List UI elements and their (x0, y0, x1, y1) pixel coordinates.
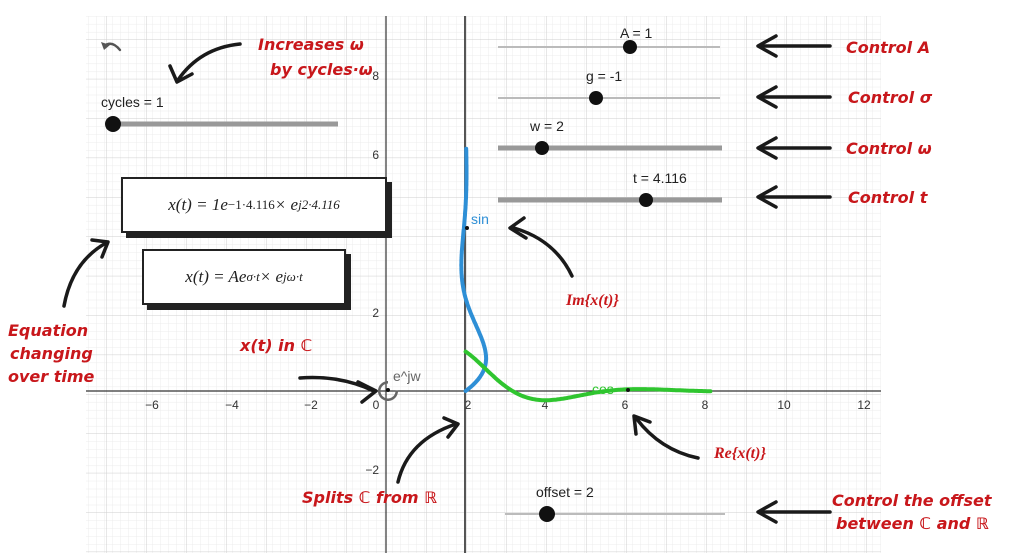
x-tick-label: −4 (225, 398, 239, 412)
x-tick-label: 0 (373, 398, 380, 412)
slider-offset[interactable]: offset = 2 (505, 484, 725, 522)
slider-g[interactable]: g = -1 (498, 68, 720, 105)
slider-a-label: A = 1 (620, 25, 653, 41)
slider-cycles[interactable]: cycles = 1 (101, 94, 338, 132)
x-tick-label: 4 (542, 398, 549, 412)
y-tick-label: −2 (365, 463, 379, 477)
annotation-control-t: Control t (848, 188, 929, 207)
annotation-increases-line2: by cycles·ω (270, 60, 373, 79)
cos-point (626, 388, 630, 392)
annotation-offset-line2: between ℂ and ℝ (836, 514, 989, 533)
y-tick-label: 6 (372, 148, 379, 162)
arrow-icon (756, 185, 832, 209)
annotation-control-sigma: Control σ (848, 88, 933, 107)
x-tick-label: 6 (622, 398, 629, 412)
x-tick-label: −6 (145, 398, 159, 412)
general-equation-pre: x(t) = Ae (185, 267, 247, 286)
annotation-equation-line3: over time (8, 367, 95, 386)
annotation-equation-line2: changing (10, 344, 93, 363)
undo-icon[interactable] (101, 42, 122, 52)
arrow-icon (756, 136, 832, 160)
y-tick-label: 2 (372, 306, 379, 320)
x-tick-label: 12 (857, 398, 871, 412)
ejw-label: e^jw (393, 368, 421, 384)
annotation-re: Re{x(t)} (713, 445, 766, 462)
arrow-icon (396, 416, 460, 484)
current-equation-exp2: j2·4.116 (298, 197, 340, 212)
general-equation-exp1: σ·t (246, 269, 260, 284)
arrow-icon (632, 414, 700, 460)
x-tick-label: −2 (304, 398, 318, 412)
annotation-increases-line1: Increases ω (258, 35, 364, 54)
complex-exp-curve (377, 381, 398, 401)
annotation-im: Im{x(t)} (565, 292, 619, 309)
annotation-control-a: Control A (846, 38, 930, 57)
current-equation-mid: × e (274, 195, 299, 214)
arrow-icon (168, 42, 242, 84)
arrow-icon (756, 34, 832, 58)
slider-offset-label: offset = 2 (536, 484, 594, 500)
annotation-control-omega: Control ω (846, 139, 932, 158)
x-tick-label: 8 (702, 398, 709, 412)
arrow-icon (298, 375, 378, 404)
x-tick-label: 10 (777, 398, 791, 412)
x-tick-label: 2 (465, 398, 472, 412)
general-equation-mid: × e (259, 267, 284, 286)
y-tick-label: 8 (372, 69, 379, 83)
arrow-icon (62, 238, 110, 308)
annotation-xt-in-c: x(t) in ℂ (239, 336, 312, 355)
slider-w[interactable]: w = 2 (498, 118, 722, 155)
current-equation-pre: x(t) = 1e (168, 195, 228, 214)
arrow-icon (756, 85, 832, 109)
arrow-icon (756, 500, 832, 524)
slider-cycles-label: cycles = 1 (101, 94, 164, 110)
arrow-icon (508, 216, 574, 278)
slider-a[interactable]: A = 1 (498, 25, 720, 54)
slider-t-label: t = 4.116 (633, 170, 687, 186)
annotation-equation-line1: Equation (8, 321, 88, 340)
annotation-offset-line1: Control the offset (832, 491, 993, 510)
cos-label: cos (592, 381, 614, 397)
general-equation-exp2: jω·t (283, 269, 303, 284)
slider-g-label: g = -1 (586, 68, 622, 84)
exp-point (386, 388, 390, 392)
current-equation-exp1: −1·4.116 (227, 197, 275, 212)
sin-point (465, 226, 469, 230)
slider-w-label: w = 2 (529, 118, 564, 134)
slider-t[interactable]: t = 4.116 (498, 170, 722, 207)
sin-label: sin (471, 211, 489, 227)
sin-curve (459, 146, 489, 393)
cos-curve (463, 349, 713, 403)
annotation-splits: Splits ℂ from ℝ (302, 488, 437, 507)
